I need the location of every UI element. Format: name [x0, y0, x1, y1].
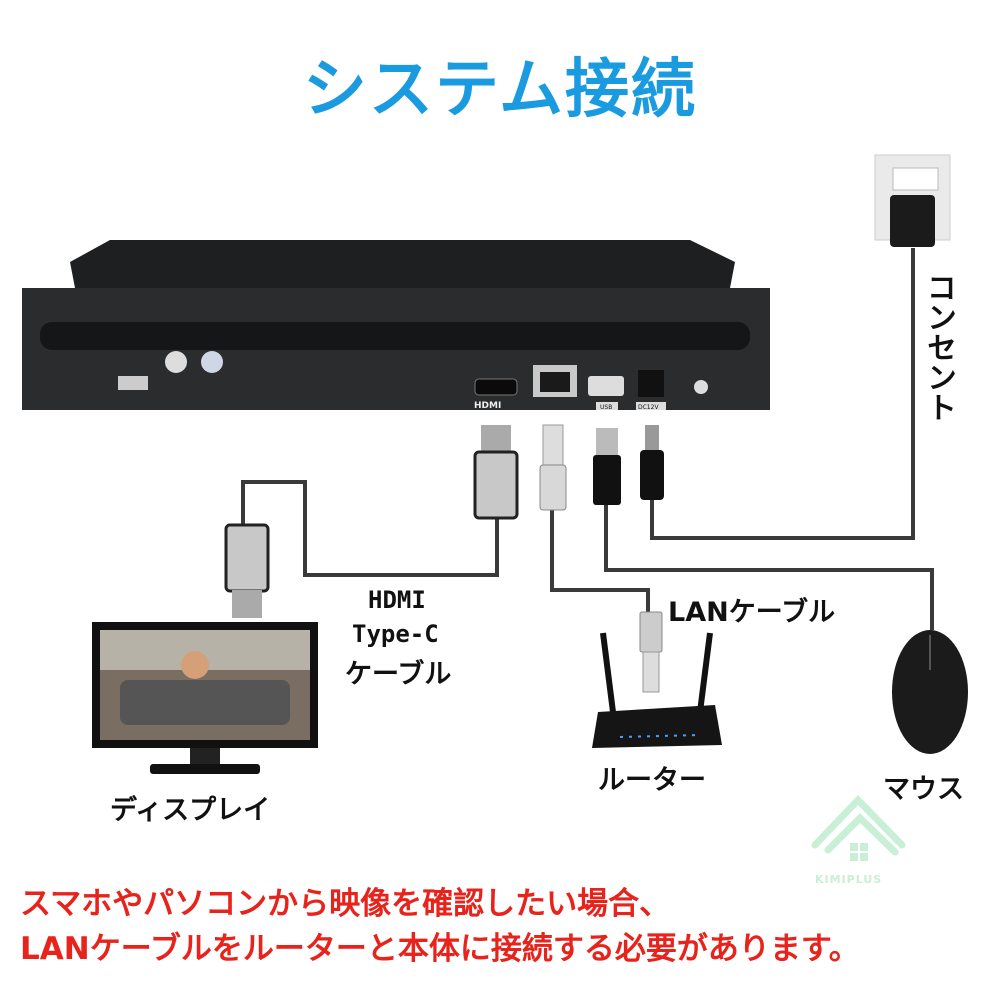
- hdmi-cable-label-line2: Type-C: [352, 620, 439, 648]
- antenna: [40, 322, 750, 350]
- usb-port: [588, 376, 624, 396]
- router-label: ルーター: [598, 765, 706, 796]
- router: [592, 632, 722, 748]
- dc-port: [638, 370, 664, 397]
- nvr-device: HDMI USB DC12V: [22, 240, 770, 411]
- dc-port-label: DC12V: [638, 404, 659, 411]
- hdmi-cable-label-line1: HDMI: [368, 586, 426, 614]
- hdmi-port-label: HDMI: [474, 401, 501, 411]
- cables: [241, 248, 934, 630]
- hdmi-plug-display: [224, 523, 270, 618]
- watermark-text: KIMIPLUS: [815, 873, 883, 886]
- hdmi-plug-device: [473, 425, 519, 520]
- display-label: ディスプレイ: [110, 795, 271, 826]
- outlet-label: コンセント: [921, 272, 956, 422]
- kimiplus-logo: [811, 794, 906, 861]
- page-title: システム接続: [302, 53, 698, 127]
- lan-cable-label: LANケーブル: [668, 597, 836, 628]
- notice-line-1: スマホやパソコンから映像を確認したい場合、: [20, 886, 671, 922]
- usb-port-label: USB: [600, 404, 612, 411]
- power-wire: [650, 248, 915, 540]
- lan-plug-device: [539, 424, 567, 511]
- notice-line-2: LANケーブルをルーターと本体に接続する必要があります。: [20, 931, 860, 967]
- wall-outlet: [874, 154, 951, 247]
- display-monitor: [92, 622, 318, 774]
- usb-plug: [593, 428, 621, 505]
- mouse-label: マウス: [883, 774, 964, 805]
- mouse: [892, 630, 968, 754]
- lan-plug-router: [639, 611, 663, 693]
- lan-wire: [550, 510, 650, 612]
- usb-mouse-wire: [604, 505, 934, 630]
- power-adapter: [890, 195, 935, 247]
- hdmi-cable-label-line3: ケーブル: [345, 659, 452, 690]
- dc-plug: [640, 425, 664, 500]
- sticker: [165, 351, 187, 373]
- hdmi-wire: [241, 480, 499, 577]
- ground-screw: [694, 380, 708, 394]
- hdmi-port: [474, 378, 518, 396]
